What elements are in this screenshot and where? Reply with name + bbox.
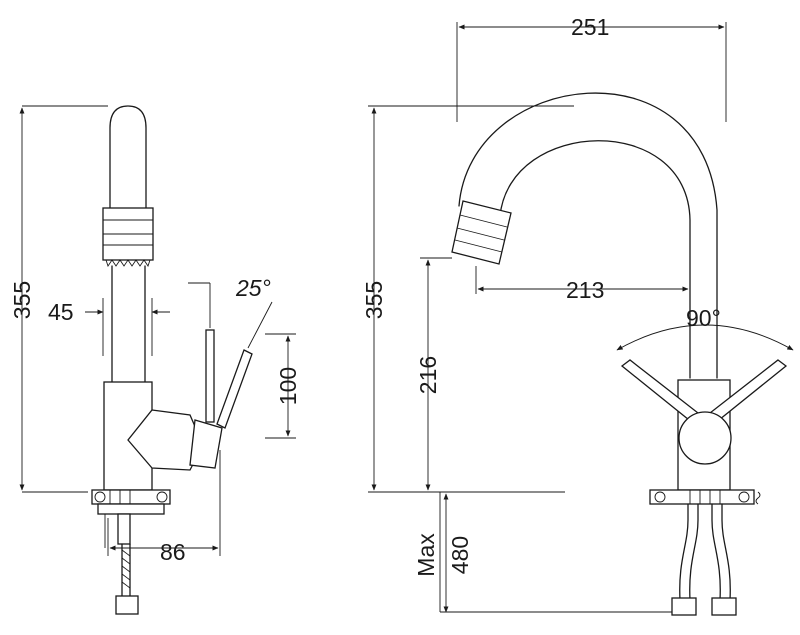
- side-hose-nut: [115, 595, 139, 615]
- side-hose: [121, 543, 131, 597]
- side-lever-travel-dim: 100: [275, 367, 301, 405]
- front-height-dim: 355: [361, 281, 387, 319]
- front-base-washer: [649, 489, 755, 505]
- front-aerator: [451, 200, 512, 265]
- side-height-dim: 355: [9, 281, 35, 319]
- front-spout-inner: [499, 140, 691, 379]
- side-view: 355 45 25° 100 86: [9, 105, 301, 615]
- side-tube-dia-dim: 45: [48, 299, 74, 325]
- front-width-dim: 251: [571, 14, 609, 40]
- side-threaded-rod: [117, 513, 131, 545]
- front-spout-reach-dim: 213: [566, 277, 604, 303]
- front-spout-clearance-dim: 216: [415, 356, 441, 394]
- front-hose-max-word: Max: [413, 533, 439, 577]
- front-view: 251 355 213 216 90° Max 480: [361, 14, 794, 616]
- front-lever-hub: [678, 411, 732, 465]
- front-hose-nut-left: [671, 597, 697, 616]
- front-hose-length-dim: 480: [447, 536, 473, 574]
- side-lever-hub: [189, 419, 223, 469]
- front-lever-angle-dim: 90°: [686, 305, 721, 331]
- side-lever-closed: [205, 329, 215, 423]
- front-hose-left: [679, 503, 699, 601]
- side-spout-tube: [109, 105, 147, 211]
- front-spout-outer: [458, 92, 718, 379]
- side-reach-dim: 86: [160, 539, 186, 565]
- front-hose-nut-right: [711, 597, 737, 616]
- side-mount-plate: [97, 503, 165, 515]
- side-cartridge-housing: [127, 409, 204, 471]
- side-lever-open: [216, 349, 253, 429]
- side-base-washer: [91, 489, 171, 505]
- side-lever-angle-dim: 25°: [235, 275, 271, 301]
- front-hose-right: [711, 503, 731, 601]
